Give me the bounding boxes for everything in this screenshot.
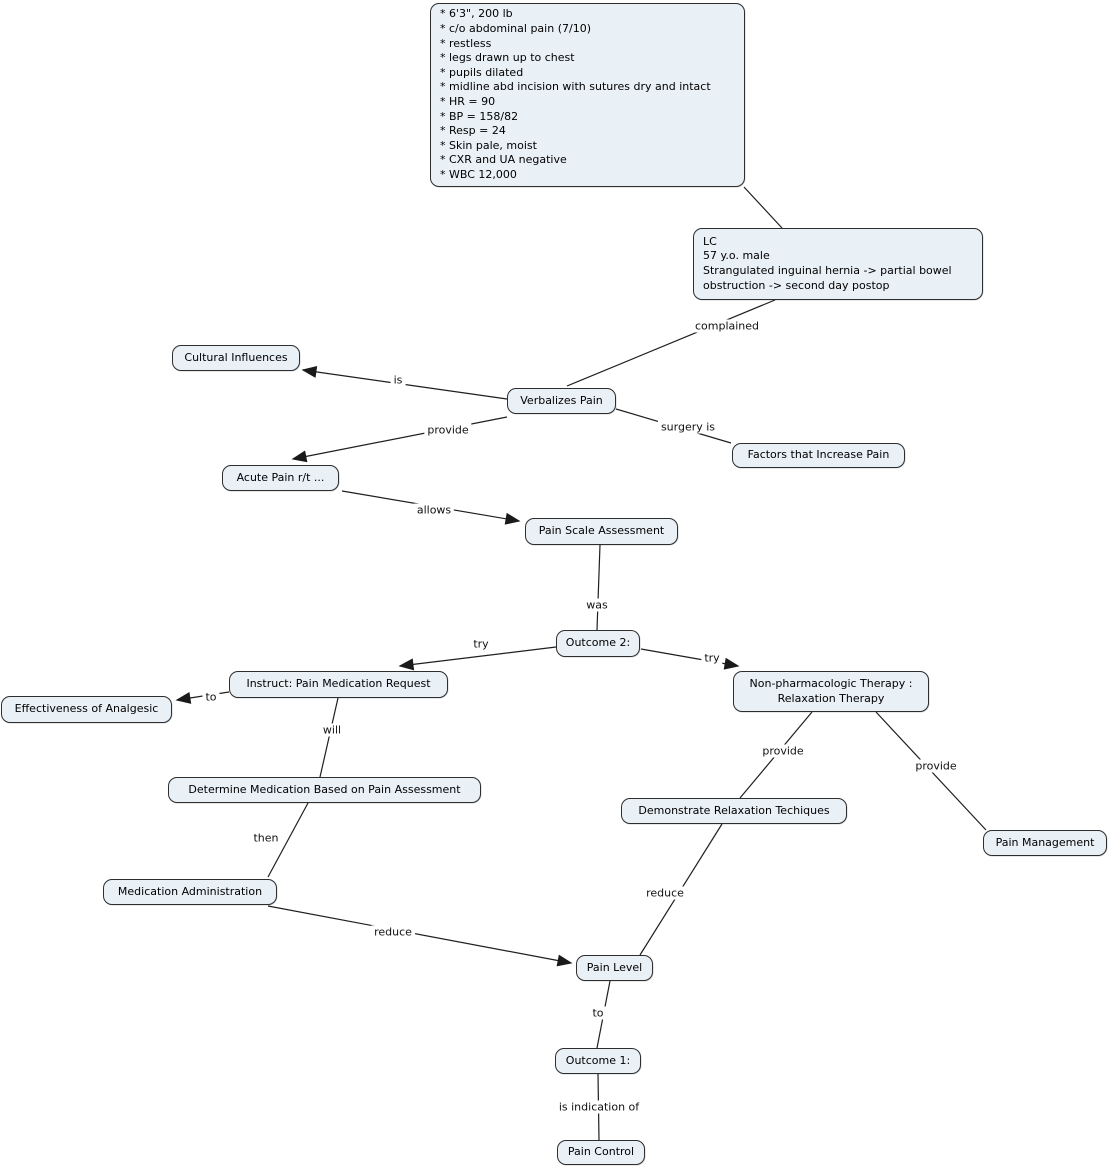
node-pain-scale-assessment[interactable]: Pain Scale Assessment: [525, 518, 678, 545]
node-patient-notes-line: * 6'3", 200 lb: [440, 7, 513, 21]
node-patient-notes-line: * CXR and UA negative: [440, 153, 567, 167]
node-patient-notes[interactable]: * 6'3", 200 lb* c/o abdominal pain (7/10…: [430, 3, 745, 187]
edge-label-painlevel-to-outcome1[interactable]: to: [589, 1006, 607, 1020]
edge-label-outcome1-to-paincontrol[interactable]: is indication of: [555, 1100, 643, 1114]
node-lc-summary-line: Strangulated inguinal hernia -> partial …: [703, 264, 952, 277]
node-instruct-pain-medication-request[interactable]: Instruct: Pain Medication Request: [229, 671, 448, 698]
node-lc-summary-line: LC: [703, 234, 717, 248]
node-outcome-2[interactable]: Outcome 2:: [556, 630, 640, 657]
node-medication-administration-line: Medication Administration: [117, 884, 263, 898]
edges-group: [175, 186, 987, 1141]
edge-label-verbalizes-to-acute[interactable]: provide: [424, 423, 472, 437]
node-patient-notes-line: * BP = 158/82: [440, 109, 519, 123]
node-verbalizes-pain-line: Verbalizes Pain: [520, 393, 603, 407]
node-instruct-pain-medication-request-line: Instruct: Pain Medication Request: [246, 677, 431, 691]
edge-label-verbalizes-to-factors[interactable]: surgery is: [657, 420, 719, 434]
node-non-pharmacologic-therapy-line: Non-pharmacologic Therapy :: [749, 677, 913, 690]
node-cultural-influences-line: Cultural Influences: [184, 350, 288, 364]
node-patient-notes-line: * restless: [440, 36, 492, 50]
node-medication-administration[interactable]: Medication Administration: [103, 879, 277, 905]
edge-label-instruct-to-determine[interactable]: will: [319, 723, 345, 737]
edge-label-lc-to-verbalizes[interactable]: complained: [691, 319, 763, 333]
edge-outcome2-to-nonpharm: [640, 648, 740, 670]
node-outcome-1[interactable]: Outcome 1:: [555, 1048, 641, 1074]
edge-determine-to-medadmin: [267, 802, 309, 878]
node-pain-level-line: Pain Level: [586, 960, 643, 974]
node-determine-medication-line: Determine Medication Based on Pain Asses…: [188, 782, 461, 796]
edge-label-determine-to-medadmin[interactable]: then: [250, 831, 282, 845]
node-patient-notes-line: * midline abd incision with sutures dry …: [440, 80, 711, 94]
edge-label-acute-to-pain-scale[interactable]: allows: [413, 503, 455, 517]
edge-label-pain-scale-to-outcome2[interactable]: was: [583, 598, 611, 612]
edge-outcome2-to-instruct: [398, 646, 557, 671]
edge-instruct-to-determine: [319, 697, 339, 778]
edge-label-verbalizes-to-cultural[interactable]: is: [390, 373, 406, 387]
node-demonstrate-relaxation-techniques-line: Demonstrate Relaxation Techiques: [638, 803, 830, 817]
edge-label-instruct-to-effectiveness[interactable]: to: [202, 690, 220, 704]
node-pain-scale-assessment-line: Pain Scale Assessment: [538, 524, 665, 538]
node-patient-notes-line: * WBC 12,000: [440, 167, 517, 181]
edge-label-nonpharm-to-painmanagement[interactable]: provide: [912, 759, 960, 773]
node-pain-level[interactable]: Pain Level: [576, 955, 653, 981]
node-patient-notes-line: * c/o abdominal pain (7/10): [440, 22, 591, 36]
node-effectiveness-of-analgesic[interactable]: Effectiveness of Analgesic: [1, 696, 172, 723]
edge-pain-scale-to-outcome2: [596, 544, 601, 631]
edge-medadmin-to-painlevel: [267, 905, 573, 967]
edge-label-outcome2-to-nonpharm[interactable]: try: [701, 651, 723, 665]
node-patient-notes-line: * legs drawn up to chest: [440, 51, 575, 65]
node-pain-management[interactable]: Pain Management: [983, 830, 1107, 856]
node-non-pharmacologic-therapy-line: Relaxation Therapy: [777, 691, 885, 705]
edge-notes-to-lc: [743, 186, 783, 229]
node-non-pharmacologic-therapy[interactable]: Non-pharmacologic Therapy :Relaxation Th…: [733, 671, 929, 712]
node-acute-pain-line: Acute Pain r/t ...: [236, 470, 325, 484]
edge-verbalizes-to-acute: [291, 416, 508, 463]
edge-label-medadmin-to-painlevel[interactable]: reduce: [371, 925, 415, 939]
node-determine-medication[interactable]: Determine Medication Based on Pain Asses…: [168, 777, 481, 803]
node-pain-management-line: Pain Management: [995, 835, 1095, 849]
node-patient-notes-line: * Skin pale, moist: [440, 138, 537, 152]
edge-label-nonpharm-to-demonstrate[interactable]: provide: [759, 744, 807, 758]
node-demonstrate-relaxation-techniques[interactable]: Demonstrate Relaxation Techiques: [621, 798, 847, 824]
node-outcome-1-line: Outcome 1:: [565, 1053, 631, 1067]
node-lc-summary-line: 57 y.o. male: [703, 249, 770, 263]
edge-label-demonstrate-to-painlevel[interactable]: reduce: [643, 886, 687, 900]
edge-lc-to-verbalizes: [566, 299, 776, 387]
node-patient-notes-line: * Resp = 24: [440, 124, 506, 138]
node-factors-that-increase-pain-line: Factors that Increase Pain: [747, 448, 890, 462]
node-factors-that-increase-pain[interactable]: Factors that Increase Pain: [732, 443, 905, 468]
node-effectiveness-of-analgesic-line: Effectiveness of Analgesic: [14, 702, 159, 716]
node-outcome-2-line: Outcome 2:: [565, 636, 631, 650]
node-patient-notes-line: * HR = 90: [440, 95, 496, 108]
node-lc-summary-line: obstruction -> second day postop: [703, 278, 890, 292]
node-verbalizes-pain[interactable]: Verbalizes Pain: [507, 388, 616, 414]
node-cultural-influences[interactable]: Cultural Influences: [172, 345, 300, 371]
edge-label-outcome2-to-instruct[interactable]: try: [470, 637, 492, 651]
node-acute-pain[interactable]: Acute Pain r/t ...: [222, 465, 339, 491]
node-pain-control[interactable]: Pain Control: [557, 1140, 645, 1165]
node-patient-notes-line: * pupils dilated: [440, 65, 524, 79]
node-pain-control-line: Pain Control: [567, 1145, 635, 1159]
